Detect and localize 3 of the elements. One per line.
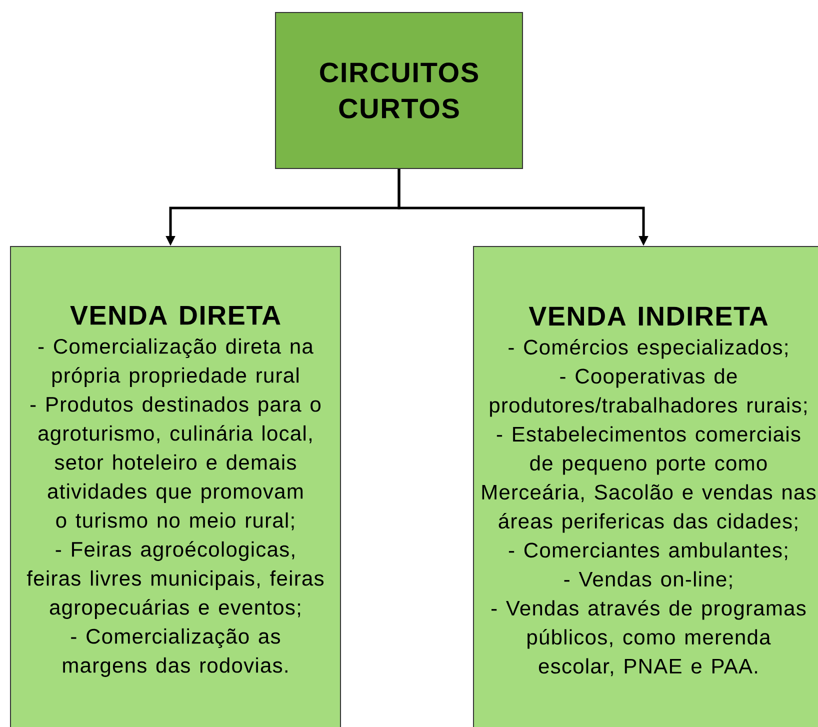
category-box: CIRCUITOS CURTOS [275,12,523,169]
category-box: VENDA DIRETA - Comercialização direta na própria propriedade rural - Produtos destinados para o agroturismo, culinária local, setor hoteleiro e demais atividades que promovam o turismo no meio rural; - Feiras agroécologicas, feiras livres municipais, feiras agropecuárias e eventos; - Comercialização as margens das rodovias. [10,246,341,727]
category-box: VENDA INDIRETA - Comércios especializados; - Cooperativas de produtores/trabalhadores rurais; - Estabelecimentos comerciais de pequeno porte como Merceária, Sacolão e vendas nas áreas perifericas das cidades; - Comerciantes ambulantes; - Vendas on-line; - Vendas através de programas públicos, como merenda escolar, PNAE e PAA. [473,246,818,727]
